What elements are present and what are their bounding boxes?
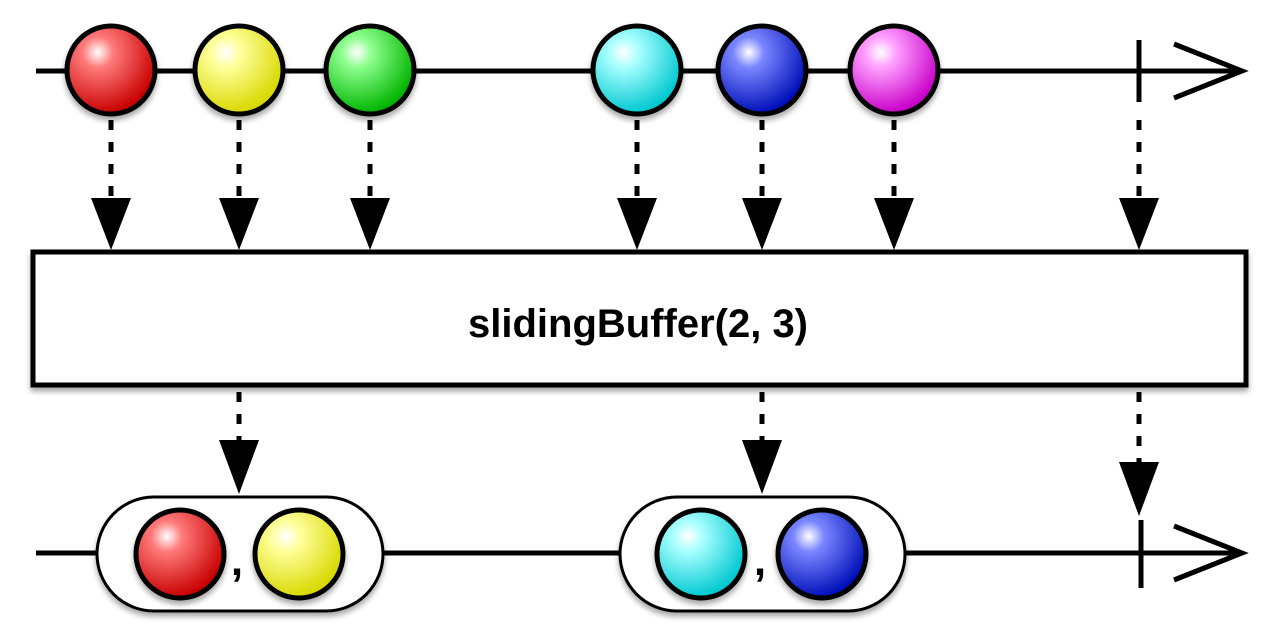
output-timeline-arrowhead bbox=[1173, 523, 1249, 583]
arrowhead-magenta bbox=[874, 198, 914, 250]
output-arrowhead-complete bbox=[1119, 462, 1159, 516]
arrowhead-blue bbox=[742, 198, 782, 250]
cyan-marble bbox=[590, 23, 684, 117]
red-marble bbox=[133, 507, 227, 601]
arrowhead-cyan bbox=[617, 198, 657, 250]
blue-marble bbox=[715, 23, 809, 117]
cyan-marble bbox=[654, 507, 748, 601]
red-marble bbox=[64, 23, 158, 117]
operator-label: slidingBuffer(2, 3) bbox=[468, 302, 808, 346]
output-arrowheads bbox=[219, 440, 1159, 516]
buffer-separator: , bbox=[754, 536, 766, 585]
output-buffer-1: , bbox=[95, 495, 385, 613]
yellow-marble bbox=[252, 507, 346, 601]
output-arrowhead-buffer-1 bbox=[219, 440, 259, 494]
input-connectors bbox=[108, 120, 1142, 200]
magenta-marble bbox=[847, 23, 941, 117]
arrowhead-green bbox=[350, 198, 390, 250]
output-arrowhead-buffer-2 bbox=[742, 440, 782, 494]
input-arrowheads bbox=[91, 198, 1159, 250]
arrowhead-complete bbox=[1119, 198, 1159, 250]
blue-marble bbox=[775, 507, 869, 601]
output-buffer-2: , bbox=[618, 495, 907, 613]
buffer-separator: , bbox=[231, 536, 243, 585]
green-marble bbox=[323, 23, 417, 117]
yellow-marble bbox=[192, 23, 286, 117]
operator-box: slidingBuffer(2, 3) bbox=[30, 249, 1249, 388]
input-timeline-arrowhead bbox=[1173, 41, 1249, 101]
arrowhead-red bbox=[91, 198, 131, 250]
arrowhead-yellow bbox=[219, 198, 259, 250]
output-connectors bbox=[236, 392, 1142, 462]
input-marbles bbox=[64, 23, 941, 117]
